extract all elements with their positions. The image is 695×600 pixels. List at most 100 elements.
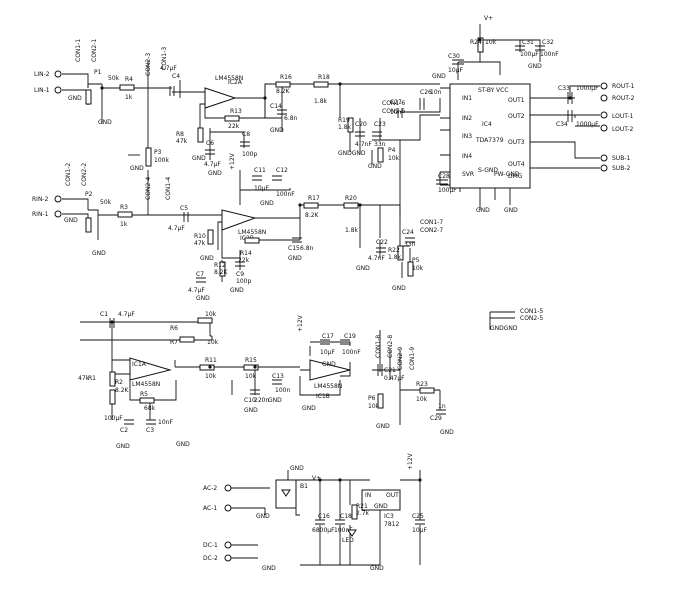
ic3-type: 7812 — [384, 521, 399, 528]
connector-lout2: LOUT-2 — [612, 126, 634, 133]
ic4-pin-in2: IN2 — [462, 115, 472, 122]
ic2a-label: IC2A — [228, 79, 243, 86]
ic4-pin-sgnd: S-GND — [478, 167, 498, 174]
ic2a-type: LM4558N — [215, 75, 243, 82]
c31-name: C31 — [522, 39, 534, 46]
gnd-p4: GND — [368, 163, 382, 170]
ic4-pin-in1: IN1 — [462, 95, 472, 102]
r1-name: R1 — [88, 375, 96, 382]
opamp-ic2a: IC2A LM4558N — [204, 75, 243, 109]
ic4-pin-in3: IN3 — [462, 133, 472, 140]
r7-name: R7 — [170, 339, 178, 346]
c9-name: C9 — [236, 271, 244, 278]
ic4-pin-out3: OUT3 — [508, 139, 525, 146]
vplus-psu: V+ — [312, 475, 321, 482]
plus12v-ic1: +12V — [297, 314, 304, 332]
vplus-ic4: V+ — [484, 15, 493, 22]
c25-value: 10µF — [412, 527, 427, 534]
gnd-c6: GND — [208, 170, 222, 177]
c10-value: 220n — [254, 397, 269, 404]
c7-value: 4.7µF — [188, 287, 205, 294]
r5-value: 68k — [144, 405, 156, 412]
c18-name: C18 — [340, 513, 352, 520]
gnd-c2: GND — [116, 443, 130, 450]
c25-name: C25 — [412, 513, 424, 520]
connector-rout1: ROUT-1 — [612, 83, 635, 90]
r21-value: 2.7k — [356, 510, 370, 517]
label-con2-2: CON2-2 — [81, 163, 88, 186]
c4-value: 4.7µF — [160, 65, 177, 72]
label-con2-5: CON2-5 — [520, 315, 543, 322]
bridge-rectifier-b1: B1 — [275, 479, 308, 509]
c11-value: 10µF — [254, 185, 269, 192]
c1-name: C1 — [100, 311, 108, 318]
connector-lin1: LIN-1 — [34, 87, 50, 94]
r22-value: 1.8k — [388, 254, 402, 261]
potentiometers: P1 50k P2 50k P3 100k P4 10k P5 10k P6 1… — [85, 69, 424, 410]
gndgnd-r19: GNDGND — [338, 150, 366, 157]
gnd-ic4-a: GND — [476, 207, 490, 214]
p4-name: P4 — [388, 147, 396, 154]
r16-name: R16 — [280, 74, 292, 81]
p1-value: 50k — [108, 75, 120, 82]
r22-name: R22 — [388, 247, 400, 254]
c26-value: 10n — [430, 89, 442, 96]
r13-name: R13 — [230, 108, 242, 115]
c32-name: C32 — [542, 39, 554, 46]
label-con2-9: CON2-9 — [397, 347, 404, 370]
label-con1-2: CON1-2 — [65, 163, 72, 186]
r11-value: 10k — [205, 373, 217, 380]
p6-name: P6 — [368, 395, 376, 402]
label-con2-8: CON2-8 — [387, 335, 394, 358]
junctions — [100, 38, 572, 482]
connector-rin2: RIN-2 — [32, 196, 49, 203]
label-con1-6: CON1-6 — [382, 100, 405, 107]
capacitors: C4 4.7µF C6 4.7µF C8 100p C14 6.8n C5 4.… — [100, 39, 599, 544]
r10-name: R10 — [194, 233, 206, 240]
connector-dc1: DC-1 — [203, 542, 218, 549]
c30-value: 10µF — [448, 67, 463, 74]
ic4-pin-pwgnd: PW-GND — [494, 171, 520, 178]
r6-name: R6 — [170, 325, 178, 332]
c1-value: 4.7µF — [118, 311, 135, 318]
c18-value: 100nF — [334, 527, 353, 534]
connector-ac2: AC-2 — [203, 485, 217, 492]
gnd-c22: GND — [356, 265, 370, 272]
r11-name: R11 — [205, 357, 217, 364]
ic3-label: IC3 — [384, 513, 394, 520]
label-con2-7: CON2-7 — [420, 227, 443, 234]
r7-value: 10k — [207, 339, 219, 346]
label-con2-3: CON2-3 — [145, 53, 152, 76]
c5-value: 4.7µF — [168, 225, 185, 232]
ic4-label: IC4 — [482, 121, 492, 128]
p3-value: 100k — [154, 157, 169, 164]
ic1b-type: LM4558N — [314, 383, 342, 390]
c11-name: C11 — [254, 167, 266, 174]
c13-value: 100n — [275, 387, 290, 394]
gnd-c15: GND — [288, 255, 302, 262]
p4-value: 10k — [388, 155, 400, 162]
c21-value: 0.47µF — [384, 375, 405, 382]
gnd-p5: GND — [392, 285, 406, 292]
gndgnd-con5: GNDGND — [490, 325, 518, 332]
p1-name: P1 — [94, 69, 102, 76]
c2-name: C2 — [120, 427, 128, 434]
c23-value: 33n — [374, 141, 386, 148]
c33-value: 1000µF — [576, 85, 599, 92]
label-con1-9: CON1-9 — [409, 347, 416, 370]
c24-name: C24 — [402, 229, 414, 236]
c28-name: C28 — [438, 173, 450, 180]
c12-value: 100nF — [276, 191, 295, 198]
c15-value: 6.8n — [300, 245, 314, 252]
ic3-gnd: GND — [374, 503, 388, 510]
gnd-c30: GND — [432, 73, 446, 80]
c31-value: 100µF — [520, 51, 539, 58]
gnd-lin: GND — [68, 95, 82, 102]
c13-name: C13 — [272, 373, 284, 380]
ic4-pin-out1: OUT1 — [508, 97, 525, 104]
connector-pads: LIN-2 LIN-1 RIN-2 RIN-1 ROUT-1 ROUT-2 LO… — [32, 70, 635, 562]
gnd-b1: GND — [256, 513, 270, 520]
r23-value: 10k — [416, 396, 428, 403]
ic4-pin-dmg: DMG — [508, 173, 523, 180]
